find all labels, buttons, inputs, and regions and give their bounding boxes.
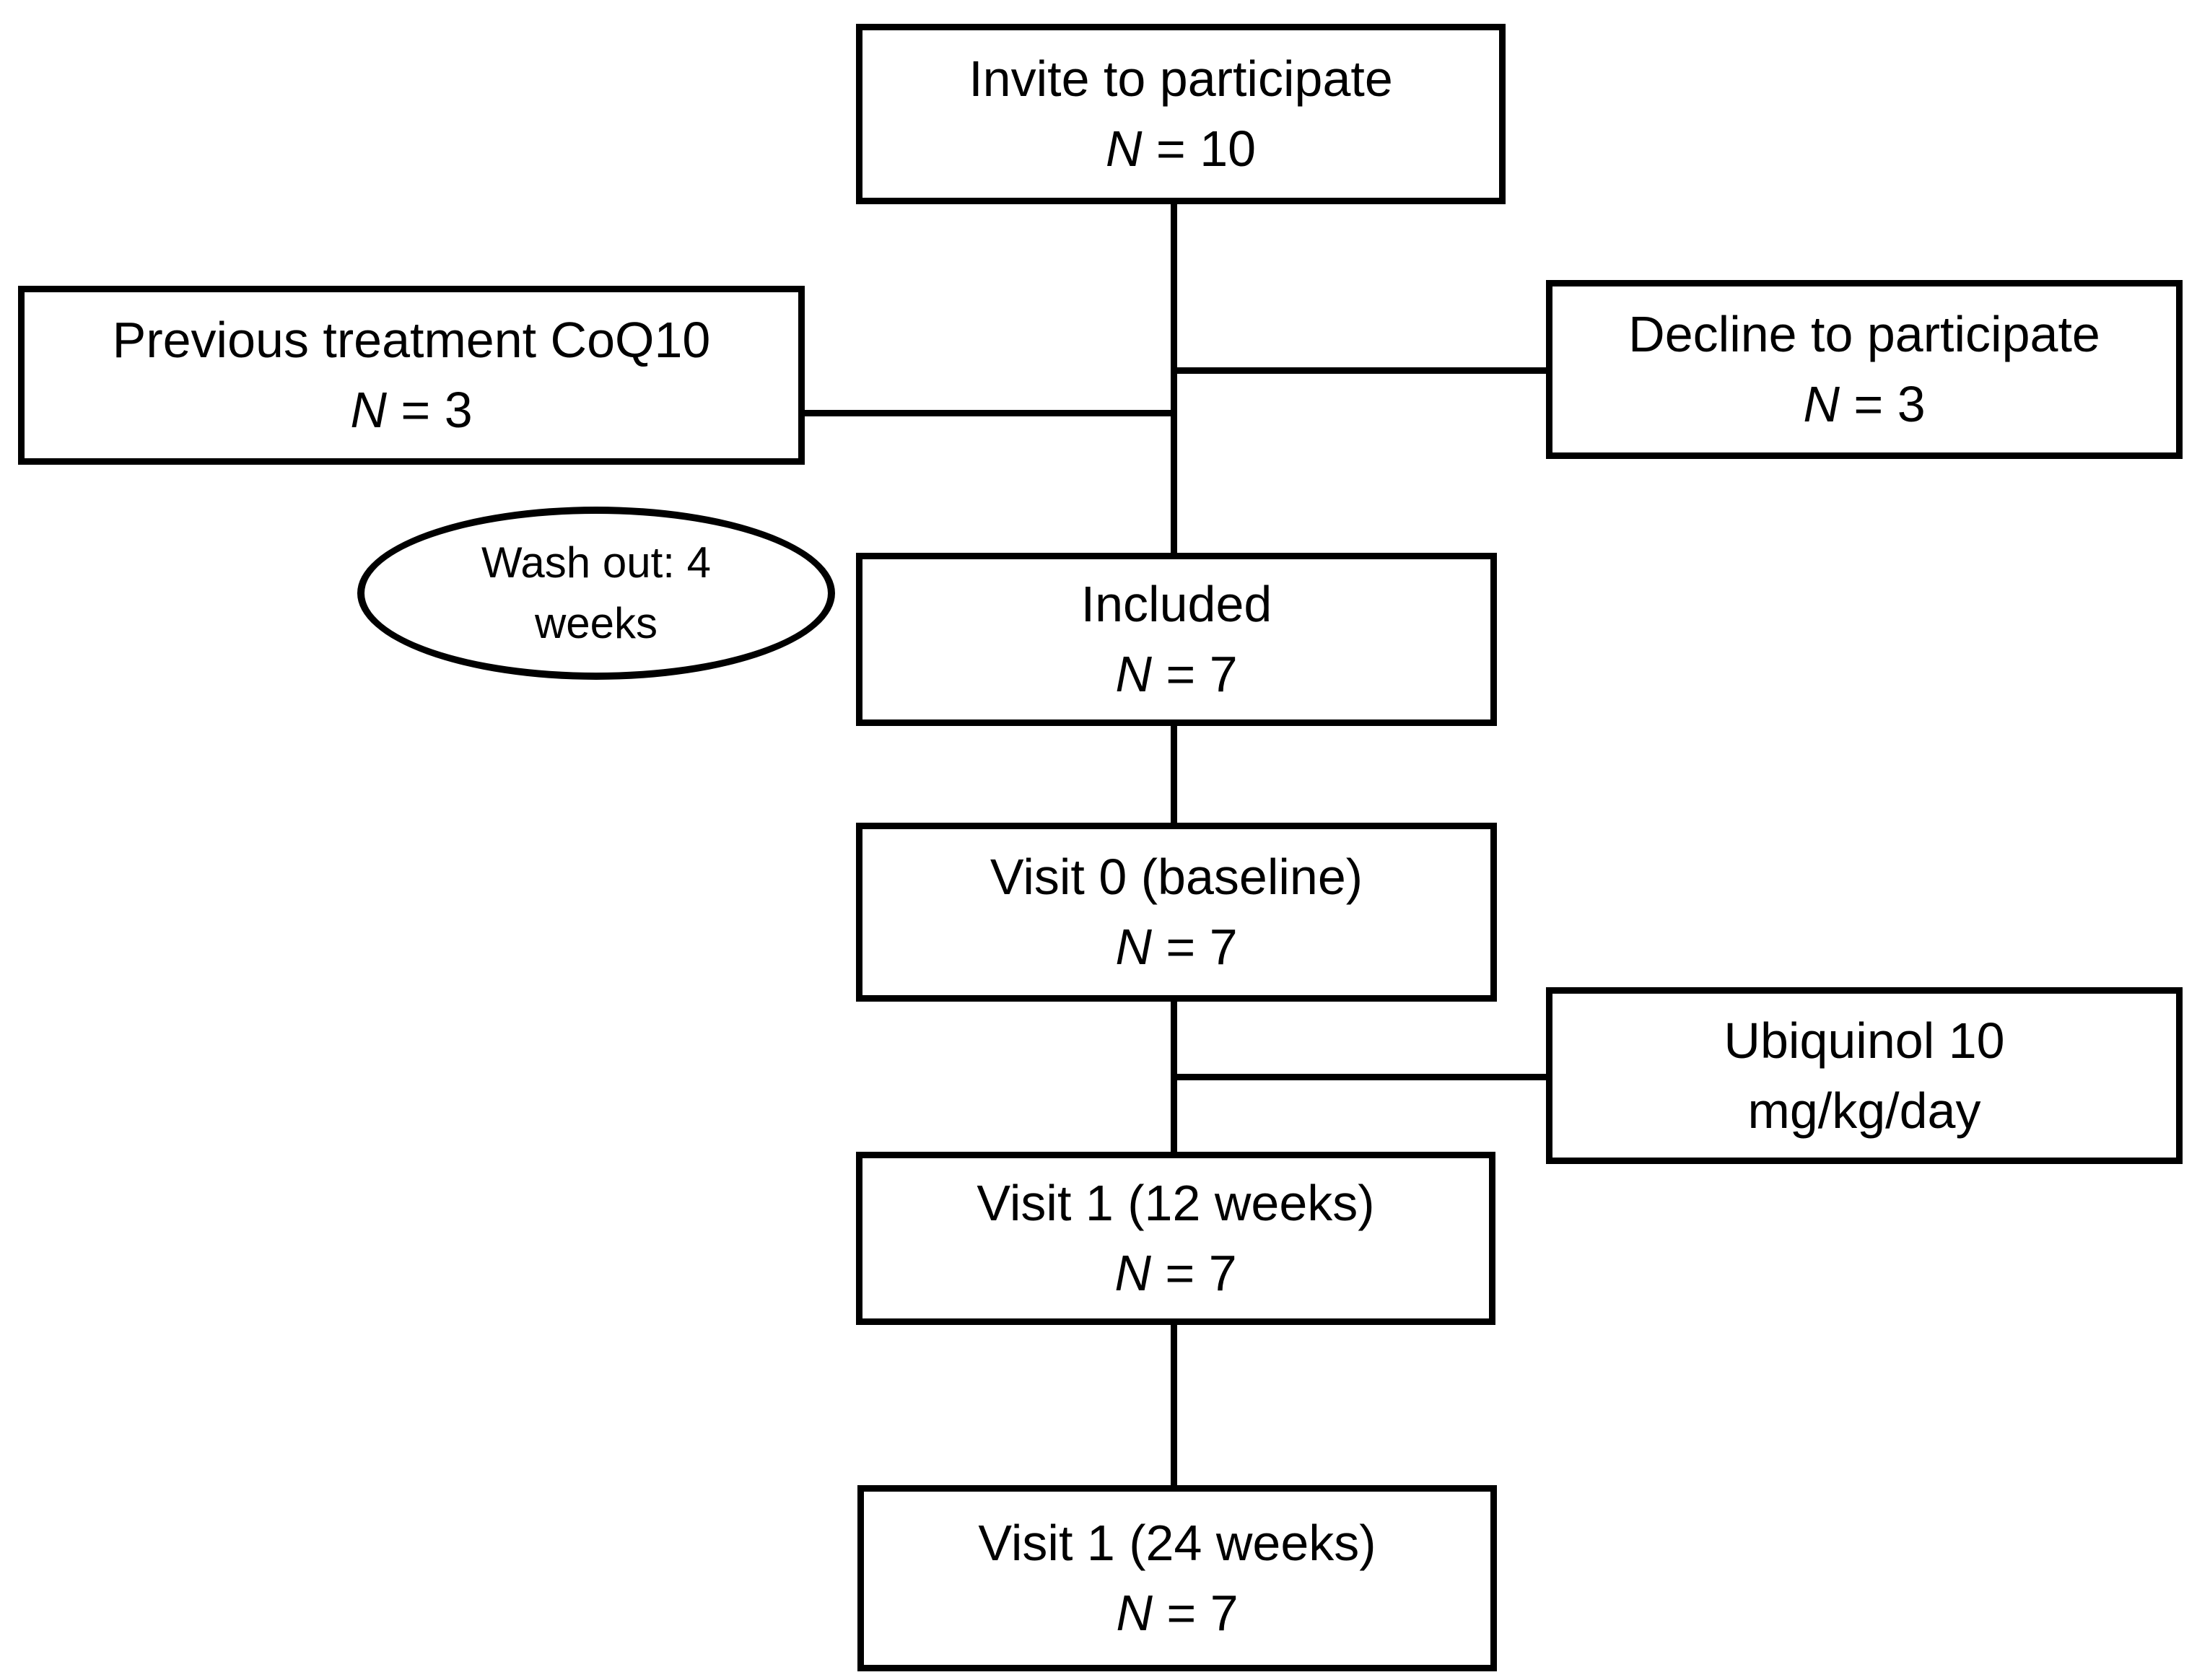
node-ubiquinol-dose: Ubiquinol 10 mg/kg/day <box>1546 987 2183 1164</box>
node-label: mg/kg/day <box>1747 1082 1981 1139</box>
node-label: Previous treatment CoQ10 <box>112 312 711 368</box>
connector-visit1-12-to-visit1-24 <box>1171 1323 1177 1487</box>
node-count: N = 7 <box>1115 919 1238 975</box>
node-label: Invite to participate <box>969 51 1393 107</box>
node-label: Visit 0 (baseline) <box>990 849 1363 905</box>
node-count: N = 3 <box>350 382 473 438</box>
connector-branch-decline <box>1174 367 1546 374</box>
node-visit1-24-weeks: Visit 1 (24 weeks) N = 7 <box>857 1485 1497 1671</box>
node-count: N = 7 <box>1116 1585 1239 1641</box>
connector-branch-previous-treatment <box>803 410 1174 416</box>
node-label: Included <box>1080 576 1272 632</box>
node-count: N = 7 <box>1115 646 1238 702</box>
node-label: Wash out: 4 <box>481 538 711 587</box>
node-decline-to-participate: Decline to participate N = 3 <box>1546 280 2183 459</box>
node-label: Ubiquinol 10 <box>1724 1012 2005 1069</box>
connector-branch-ubiquinol <box>1174 1074 1546 1080</box>
node-count: N = 3 <box>1803 376 1926 432</box>
node-previous-treatment-coq10: Previous treatment CoQ10 N = 3 <box>18 286 805 465</box>
node-count: N = 7 <box>1114 1245 1237 1301</box>
node-visit0-baseline: Visit 0 (baseline) N = 7 <box>856 823 1497 1002</box>
node-visit1-12-weeks: Visit 1 (12 weeks) N = 7 <box>856 1152 1495 1325</box>
node-label: Visit 1 (24 weeks) <box>978 1515 1376 1571</box>
node-included: Included N = 7 <box>856 553 1497 726</box>
connector-invite-to-included <box>1171 202 1177 557</box>
connector-included-to-visit0 <box>1171 724 1177 825</box>
node-label: Decline to participate <box>1628 306 2100 362</box>
node-label: weeks <box>534 599 658 647</box>
connector-visit0-to-visit1-12 <box>1171 999 1177 1154</box>
node-label: Visit 1 (12 weeks) <box>977 1175 1375 1231</box>
node-washout-annotation: Wash out: 4 weeks <box>357 507 835 680</box>
node-count: N = 10 <box>1105 121 1257 177</box>
node-invite-to-participate: Invite to participate N = 10 <box>856 24 1506 204</box>
